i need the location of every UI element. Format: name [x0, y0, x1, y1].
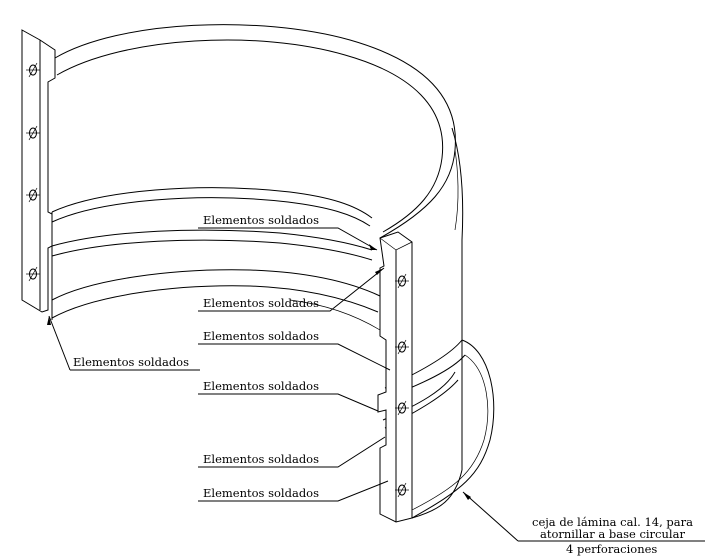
- left-joint-plate: [21, 29, 56, 313]
- callout-label: Elementos soldados: [203, 296, 319, 310]
- right-joint-plate: [377, 231, 413, 523]
- bolt-hole-icon: [26, 187, 40, 203]
- bolt-hole-icon: [26, 266, 40, 282]
- callout-label: Elementos soldados: [203, 452, 319, 466]
- note-line-3: 4 perforaciones: [566, 542, 657, 556]
- note-line-2: atornillar a base circular: [540, 527, 685, 541]
- callout-leaders: [47, 227, 705, 542]
- bolt-hole-icon: [395, 339, 409, 355]
- callout-label: Elementos soldados: [203, 486, 319, 500]
- bolt-hole-icon: [395, 273, 409, 289]
- callout-label: Elementos soldados: [203, 213, 319, 227]
- callout-labels: Elementos soldados Elementos soldados El…: [73, 213, 319, 500]
- bolt-hole-icon: [395, 400, 409, 416]
- callout-label: Elementos soldados: [73, 355, 189, 369]
- callout-label: Elementos soldados: [203, 379, 319, 393]
- bolt-hole-icon: [26, 62, 40, 78]
- bolt-hole-crosshair-icon: [26, 62, 409, 498]
- flange-note: ceja de lámina cal. 14, para atornillar …: [532, 515, 693, 556]
- bolt-hole-icon: [395, 482, 409, 498]
- cylinder-shell: [51, 24, 495, 519]
- bolt-hole-icon: [26, 125, 40, 141]
- callout-label: Elementos soldados: [203, 329, 319, 343]
- note-line-1: ceja de lámina cal. 14, para: [532, 515, 693, 529]
